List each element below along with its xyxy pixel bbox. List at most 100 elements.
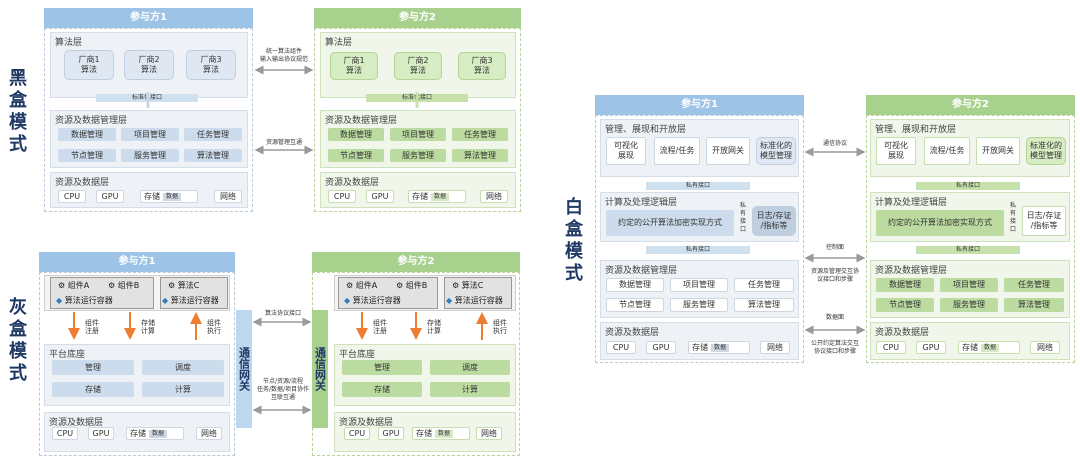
label-execute: 组件 执行 [493, 319, 507, 335]
component-b-label: 组件B [117, 281, 140, 290]
layer-title: 资源及数据层 [49, 418, 104, 428]
network-chip: 网络 [480, 190, 508, 203]
layer-title: 平台底座 [339, 350, 376, 360]
label-store-compute: 存储 计算 [427, 319, 441, 335]
layer-title: 计算及处理逻辑层 [605, 198, 678, 208]
gpu-chip: GPU [366, 190, 394, 203]
white-p1-private-if-bottom: 私有接口 [646, 246, 750, 254]
label-store-compute: 存储 计算 [141, 319, 155, 335]
vendor3-algo: 厂商3 算法 [186, 50, 236, 80]
mgmt-chip: 数据管理 [606, 278, 664, 292]
data-tag: 数据 [981, 343, 1000, 352]
mgmt-chip: 数据管理 [58, 128, 116, 141]
container-text: 算法运行容器 [352, 296, 401, 305]
white-party1-panel [595, 115, 804, 363]
data-tag: 数据 [435, 429, 454, 438]
mgmt-chip: 服务管理 [670, 298, 728, 312]
mgmt-chip: 服务管理 [390, 149, 446, 162]
mgmt-chip: 任务管理 [734, 278, 794, 292]
component-a: ⚙ 组件A [346, 281, 378, 290]
white-p2-private-if-top: 私有接口 [916, 182, 1020, 190]
storage-chip: 存储 数据 [140, 190, 198, 203]
mode-label-black: 黑盒模式 [9, 68, 27, 155]
component-a: ⚙ 组件A [58, 281, 90, 290]
gpu-chip: GPU [96, 190, 124, 203]
container-text: 算法运行容器 [454, 296, 503, 305]
component-c: ⚙ 算法C [168, 281, 200, 290]
contract-chip: 约定的公开算法加密实现方式 [876, 210, 1004, 236]
mgmt-chip: 服务管理 [121, 149, 179, 162]
gray-party2-title: 参与方2 [312, 252, 520, 272]
layer-title: 管理、展现和开放层 [605, 125, 687, 135]
mgmt-chip: 节点管理 [876, 298, 934, 312]
storage-label: 存储 [962, 342, 978, 352]
cpu-chip: CPU [876, 341, 906, 354]
mgmt-chip: 项目管理 [390, 128, 446, 141]
layer-title: 资源及数据层 [339, 418, 394, 428]
label-register: 组件 注册 [373, 319, 387, 335]
container-box-c [444, 277, 512, 309]
white-party1-title: 参与方1 [595, 95, 804, 115]
cpu-chip: CPU [52, 427, 78, 440]
whale-icon: ◆ [446, 296, 453, 305]
black-link-algo-label: 统一算法组件 输入输出协议规范 [259, 48, 308, 63]
workflow-chip: 流程/任务 [924, 137, 970, 165]
layer-title: 管理、展现和开放层 [875, 125, 957, 135]
cpu-chip: CPU [606, 341, 636, 354]
vendor2-algo: 厂商2 算法 [124, 50, 174, 80]
layer-title: 算法层 [55, 38, 83, 48]
mgmt-chip: 任务管理 [1004, 278, 1064, 292]
container-label-c: ◆ 算法运行容器 [162, 295, 219, 306]
gray-link-algo-label: 算法协议接口 [264, 310, 301, 317]
gray-link-sync-label: 节点/资源/流程 任务/数据/项目协作 互联互通 [256, 378, 310, 401]
label-register: 组件 注册 [85, 319, 99, 335]
gray-party1-title: 参与方1 [39, 252, 235, 272]
platform-chip: 计算 [430, 382, 510, 397]
gpu-chip: GPU [378, 427, 404, 440]
storage-chip: 存储 数据 [688, 341, 750, 354]
gray-party1-panel [39, 272, 235, 456]
private-side-label: 私 有 接 口 [739, 202, 746, 233]
storage-chip: 存储 数据 [958, 341, 1020, 354]
open-gateway-chip: 开放网关 [706, 137, 750, 165]
component-c: ⚙ 算法C [452, 281, 484, 290]
cpu-chip: CPU [328, 190, 356, 203]
data-tag: 数据 [149, 429, 168, 438]
white-link-data-desc: 公开约定算法交互 协议接口和步骤 [810, 340, 859, 355]
mgmt-chip: 项目管理 [121, 128, 179, 141]
container-box [338, 277, 438, 309]
layer-title: 资源及数据管理层 [875, 266, 948, 276]
mgmt-chip: 算法管理 [1004, 298, 1064, 312]
layer-title: 资源及数据层 [605, 328, 660, 338]
data-tag: 数据 [431, 192, 450, 201]
black-party2-panel [314, 28, 521, 212]
mgmt-chip: 数据管理 [328, 128, 384, 141]
platform-chip: 调度 [142, 360, 224, 375]
platform-chip: 存储 [52, 382, 134, 397]
layer-title: 计算及处理逻辑层 [875, 198, 948, 208]
white-p1-private-if-top: 私有接口 [646, 182, 750, 190]
cpu-chip: CPU [344, 427, 370, 440]
white-party2-panel [866, 115, 1075, 363]
layer-title: 资源及数据层 [55, 178, 110, 188]
black-party1-title: 参与方1 [44, 8, 253, 28]
workflow-chip: 流程/任务 [654, 137, 700, 165]
visual-display-chip: 可视化 展现 [876, 137, 916, 165]
label-execute: 组件 执行 [207, 319, 221, 335]
white-link-comm-label: 通信协议 [822, 140, 847, 147]
layer-title: 资源及数据管理层 [55, 116, 128, 126]
mode-label-gray: 灰盒模式 [9, 297, 27, 384]
black-party1-panel [44, 28, 253, 212]
mgmt-chip: 数据管理 [876, 278, 934, 292]
platform-chip: 管理 [342, 360, 422, 375]
network-chip: 网络 [476, 427, 502, 440]
mgmt-chip: 任务管理 [184, 128, 242, 141]
mgmt-chip: 节点管理 [328, 149, 384, 162]
data-tag: 数据 [711, 343, 730, 352]
white-party2-title: 参与方2 [866, 95, 1075, 115]
layer-title: 资源及数据层 [875, 328, 930, 338]
black-link-mgmt-label: 资源管理互通 [265, 139, 302, 146]
layer-title: 算法层 [325, 38, 353, 48]
component-c-label: 算法C [177, 281, 200, 290]
